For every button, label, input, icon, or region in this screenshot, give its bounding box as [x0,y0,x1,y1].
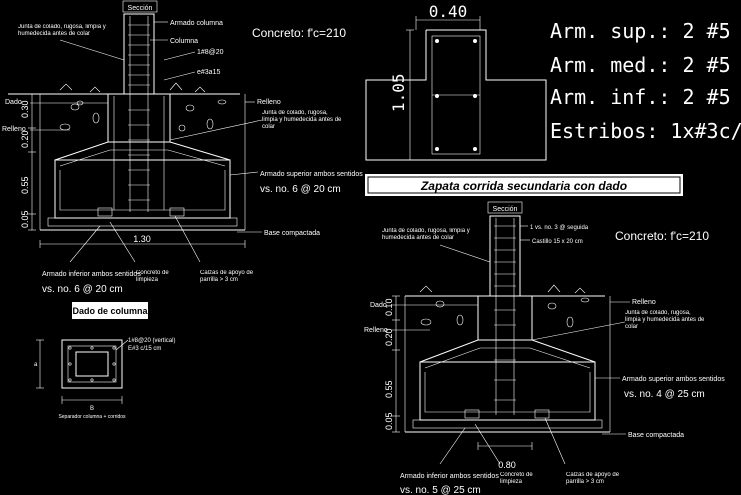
left-label-junta2-wrapper: Junta de colado, rugosa, limpia y humede… [262,110,342,130]
right-label-castillo: Castillo 15 x 20 cm [532,239,583,245]
right-label-dado: Dado [370,302,387,309]
right-label-calzas: Calzas de apoyo de parrilla > 3 cm [566,472,620,485]
right-dado [477,295,533,341]
right-dim-005: 0.05 [384,412,394,430]
dado-dim-a: a [34,362,38,368]
right-column [489,215,521,297]
right-width-080: 0.80 [498,460,516,470]
zapata-outline [365,29,547,161]
dado-title: Dado de columna [72,306,148,316]
left-label-dado: Dado [5,99,22,106]
right-label-junta2-wrapper: Junta de colado, rugosa, limpia y humede… [625,310,705,330]
left-label-relleno-left: Relleno [2,126,26,133]
right-label-armado-inferior: Armado inferior ambos sentidos [400,473,499,480]
banner-box [365,174,683,196]
right-label-concreto-limpieza: Concreto de limpieza [500,472,533,485]
right-label-armado-superior-spec: vs. no. 4 @ 25 cm [624,389,705,400]
right-section-tag: Sección [493,206,518,213]
zapata-height-label: 1.05 [389,73,408,112]
right-label-junta-wrapper: Junta de colado, rugosa, limpia y humede… [382,228,470,241]
dado-outer [61,339,123,389]
left-dim-020: 0.20 [20,130,30,148]
summary-arm-sup: Arm. sup.: 2 #5 [550,19,731,43]
left-fill-hatch [59,82,227,132]
dado-title-box [72,302,148,319]
left-dado [107,93,171,143]
left-label-base: Base compactada [264,230,320,237]
left-label-junta: Junta de colado, rugosa, limpia y humede… [18,24,106,37]
left-dim-055: 0.55 [20,176,30,194]
right-label-armado-superior: Armado superior ambos sentidos [622,376,725,383]
left-label-armado-inferior-spec: vs. no. 6 @ 20 cm [42,284,123,295]
right-footing-top [419,339,596,363]
dado-section-plan: Dado de columna 1#8@20 (vertical) E#3 c/… [34,302,175,420]
dado-bottom-note: Separador columna + corridos [58,414,126,420]
left-column-ties [128,24,150,201]
right-label-junta2: Junta de colado, rugosa, limpia y humede… [625,310,705,330]
right-label-calzas-wrapper: Calzas de apoyo de parrilla > 3 cm [566,472,620,485]
left-label-calzas: Calzas de apoyo de parrilla > 3 cm [200,270,254,283]
right-footing-base [419,361,596,421]
right-dim-055: 0.55 [384,380,394,398]
left-label-relleno-right: Relleno [257,99,281,106]
left-dim-030: 0.30 [20,100,30,118]
right-label-junta: Junta de colado, rugosa, limpia y humede… [382,228,470,241]
left-concrete-note: Concreto: f'c=210 [252,26,346,40]
left-width-130: 1.30 [133,234,151,244]
left-label-columna: Columna [170,38,198,45]
right-label-base: Base compactada [628,432,684,439]
reinforcement-summary: Arm. sup.: 2 #5 Arm. med.: 2 #5 Arm. inf… [550,19,741,143]
left-label-armado-superior: Armado superior ambos sentidos [260,171,363,178]
left-label-armado-superior-spec: vs. no. 6 @ 20 cm [260,184,341,195]
left-section-tag: Sección [128,5,153,12]
right-label-relleno-left: Relleno [364,327,388,334]
left-label-junta-wrapper: Junta de colado, rugosa, limpia y humede… [18,24,106,37]
left-label-junta2: Junta de colado, rugosa, limpia y humede… [262,110,342,130]
right-footing-detail: Sección [364,201,725,495]
dado-bar-note: 1#8@20 (vertical) [128,338,175,344]
left-dim-lines [28,93,246,248]
right-dim-010: 0.10 [384,298,394,316]
dado-tie-note: E#3 c/15 cm [128,346,161,352]
left-footing-base [54,159,231,219]
right-label-bar-top: 1 vs. no. 3 @ seguida [530,225,589,231]
summary-arm-med: Arm. med.: 2 #5 [550,53,731,77]
right-dim-020: 0.20 [384,328,394,346]
left-label-concreto-limpieza: Concreto de limpieza [136,270,169,283]
left-lean-concrete [47,217,238,227]
zapata-cross-section: 0.40 1.05 [365,2,547,161]
dado-column [75,351,109,377]
right-concrete-note: Concreto: f'c=210 [615,229,709,243]
right-label-armado-inferior-spec: vs. no. 5 @ 25 cm [400,485,481,495]
left-footing-top [54,141,231,161]
left-dim-005: 0.05 [20,210,30,228]
left-label-armado-columna: Armado columna [170,20,223,27]
zapata-width-label: 0.40 [429,2,468,21]
left-label-concreto-wrapper: Concreto de limpieza [136,270,169,283]
left-label-armado-inferior: Armado inferior ambos sentidos [42,271,141,278]
left-label-bar1: 1#8@20 [197,49,224,56]
banner-title: Zapata corrida secundaria con dado [420,179,627,193]
left-footing-detail: Sección [2,0,363,295]
right-label-relleno-right: Relleno [632,299,656,306]
summary-arm-inf: Arm. inf.: 2 #5 [550,85,731,109]
right-label-concreto-wrapper: Concreto de limpieza [500,472,533,485]
left-column [123,13,155,95]
left-section-tag-box [122,0,158,13]
dado-dim-b: B [90,406,94,412]
summary-estribos: Estribos: 1x#3c/30 [550,119,741,143]
left-label-bar2: e#3a15 [197,69,220,76]
left-label-calzas-wrapper: Calzas de apoyo de parrilla > 3 cm [200,270,254,283]
